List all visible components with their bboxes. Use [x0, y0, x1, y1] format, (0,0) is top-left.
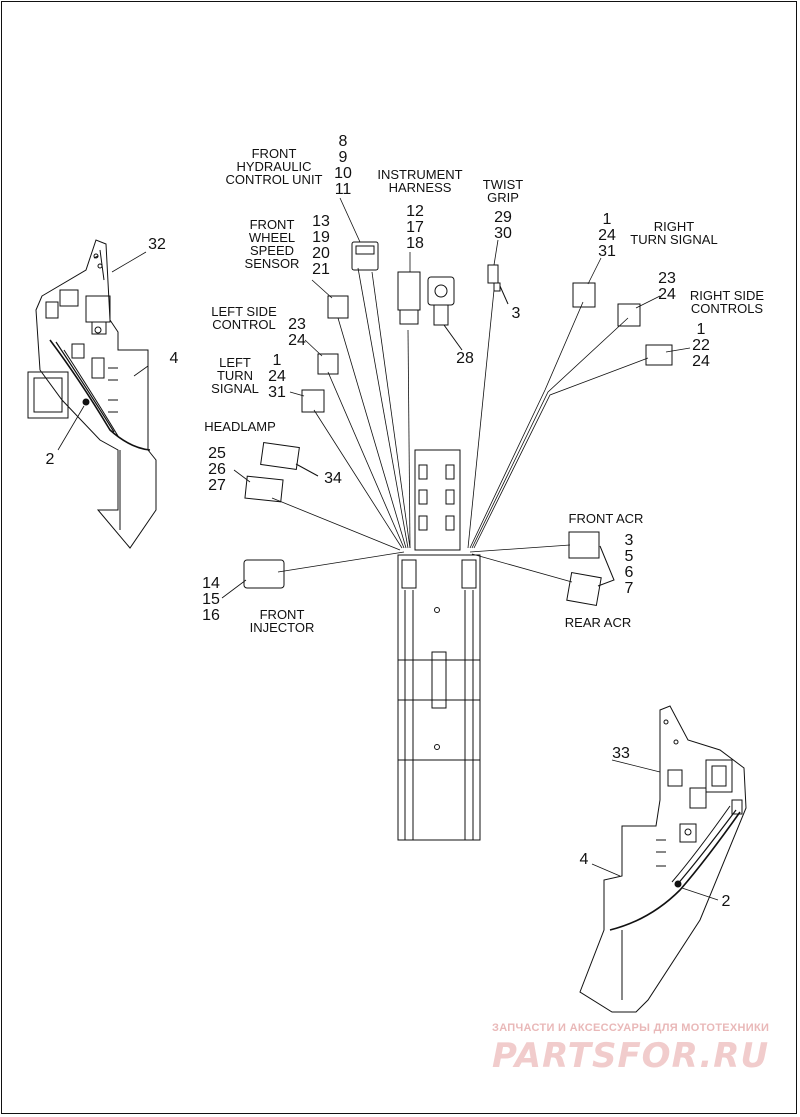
callout-part-28: 28	[456, 350, 474, 367]
callout-headlamp: 25 26 27	[208, 445, 226, 494]
watermark-brand: PARTSFOR.RU	[492, 1036, 770, 1076]
watermark-tagline: ЗАПЧАСТИ И АКСЕССУАРЫ ДЛЯ МОТОТЕХНИКИ	[492, 1022, 770, 1034]
harness-wires	[271, 267, 649, 583]
callout-instrument-harness: 12 17 18	[406, 203, 424, 252]
central-frame-rails	[397, 449, 481, 841]
callout-right-turn-signal: 1 24 31	[598, 211, 616, 260]
callout-right-frame-4: 4	[579, 851, 589, 868]
label-right-side-controls: RIGHT SIDE CONTROLS	[689, 288, 765, 316]
callout-front-injector: 14 15 16	[202, 575, 220, 624]
callout-acr: 3 5 6 7	[624, 532, 634, 597]
label-rear-acr: REAR ACR	[564, 615, 632, 630]
callout-left-turn-signal: 1 24 31	[268, 352, 286, 401]
callout-left-side-control: 23 24	[288, 316, 306, 349]
label-instrument-harness: INSTRUMENT HARNESS	[377, 167, 463, 195]
callout-twist-grip: 29 30	[494, 209, 512, 242]
left-fork-assembly	[27, 239, 157, 549]
label-front-hydraulic-control-unit: FRONT HYDRAULIC CONTROL UNIT	[225, 146, 323, 187]
callout-part-33: 33	[612, 745, 630, 762]
callout-hydraulic: 8 9 10 11	[334, 133, 352, 198]
connectors	[243, 241, 673, 606]
callout-right-side-controls-a: 23 24	[658, 270, 676, 303]
label-headlamp: HEADLAMP	[204, 419, 276, 434]
label-twist-grip: TWIST GRIP	[482, 177, 524, 205]
leader-lines	[57, 197, 719, 901]
callout-left-tie-2: 2	[45, 451, 55, 468]
callout-right-side-controls-b: 1 22 24	[692, 321, 710, 370]
callout-right-tie-2: 2	[721, 893, 731, 910]
callout-left-frame-4: 4	[169, 350, 179, 367]
callout-part-34: 34	[324, 470, 342, 487]
callout-twist-grip-connector: 3	[511, 305, 521, 322]
label-front-injector: FRONT INJECTOR	[249, 607, 315, 635]
label-left-turn-signal: LEFT TURN SIGNAL	[211, 355, 259, 396]
label-front-wheel-speed-sensor: FRONT WHEEL SPEED SENSOR	[244, 217, 300, 271]
right-fork-assembly	[579, 705, 747, 1013]
callout-part-32: 32	[148, 236, 166, 253]
label-front-acr: FRONT ACR	[568, 511, 644, 526]
callout-wheel-speed-sensor: 13 19 20 21	[312, 213, 330, 278]
label-left-side-control: LEFT SIDE CONTROL	[211, 304, 277, 332]
label-right-turn-signal: RIGHT TURN SIGNAL	[630, 219, 718, 247]
